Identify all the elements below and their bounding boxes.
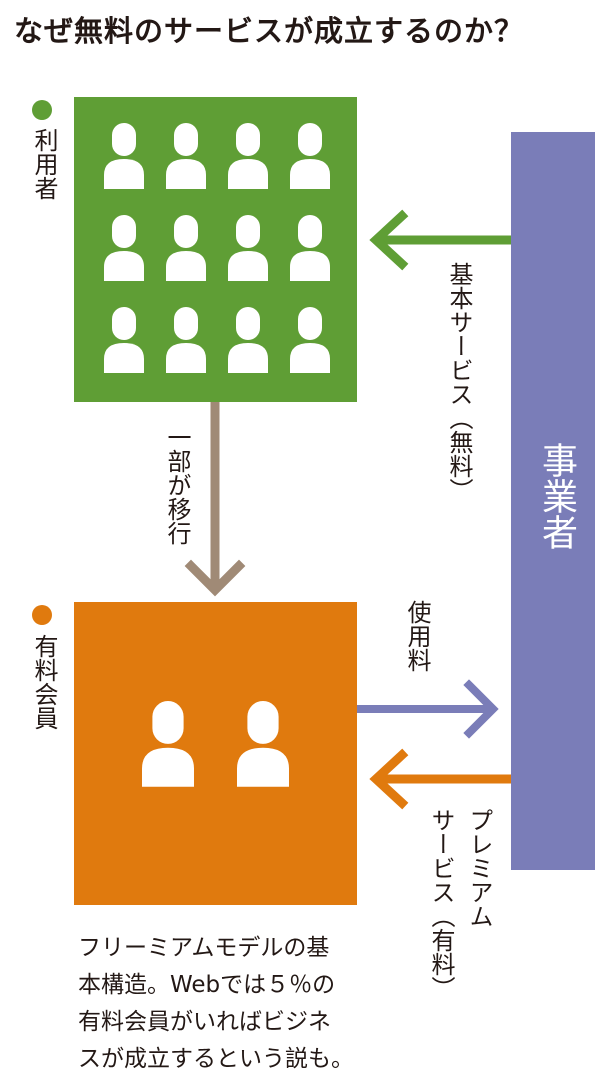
premium-label-line2: サービス（有料） (427, 808, 455, 1000)
migration-arrow (184, 402, 246, 597)
business-bar (511, 132, 595, 870)
person-icon (166, 123, 206, 189)
person-icon (166, 307, 206, 373)
person-icon (104, 307, 144, 373)
caption: フリーミアムモデルの基 本構造。Webでは５％の 有料会員がいればビジネ スが成… (78, 930, 368, 1078)
person-icon (290, 215, 330, 281)
basic-service-label: 基本サービス（無料） (445, 262, 473, 502)
caption-line: フリーミアムモデルの基 (78, 935, 330, 961)
person-icon (228, 215, 268, 281)
person-icon (290, 307, 330, 373)
basic-service-arrow (369, 209, 511, 271)
users-dot (32, 100, 52, 120)
paid-members-label: 有料会員 (30, 634, 58, 730)
paid-members-box (74, 602, 357, 905)
person-icon (228, 123, 268, 189)
person-icon (104, 215, 144, 281)
business-label: 事業者 (536, 442, 577, 550)
person-icon (166, 215, 206, 281)
users-label: 利用者 (30, 128, 58, 200)
person-icon (142, 701, 194, 787)
paid-members-dot (32, 605, 52, 625)
premium-label-line1: プレミアム (465, 808, 493, 928)
person-icon (104, 123, 144, 189)
caption-line: スが成立するという説も。 (78, 1046, 354, 1072)
page-title: なぜ無料のサービスが成立するのか？ (14, 14, 525, 48)
caption-line: 有料会員がいればビジネ (78, 1009, 331, 1035)
person-icon (290, 123, 330, 189)
person-icon (228, 307, 268, 373)
migration-label: 一部が移行 (163, 425, 191, 545)
premium-service-arrow (369, 748, 511, 810)
fee-arrow (357, 679, 499, 739)
person-icon (237, 701, 289, 787)
fee-label: 使用料 (403, 600, 431, 672)
caption-line: 本構造。Webでは５％の (78, 972, 336, 998)
